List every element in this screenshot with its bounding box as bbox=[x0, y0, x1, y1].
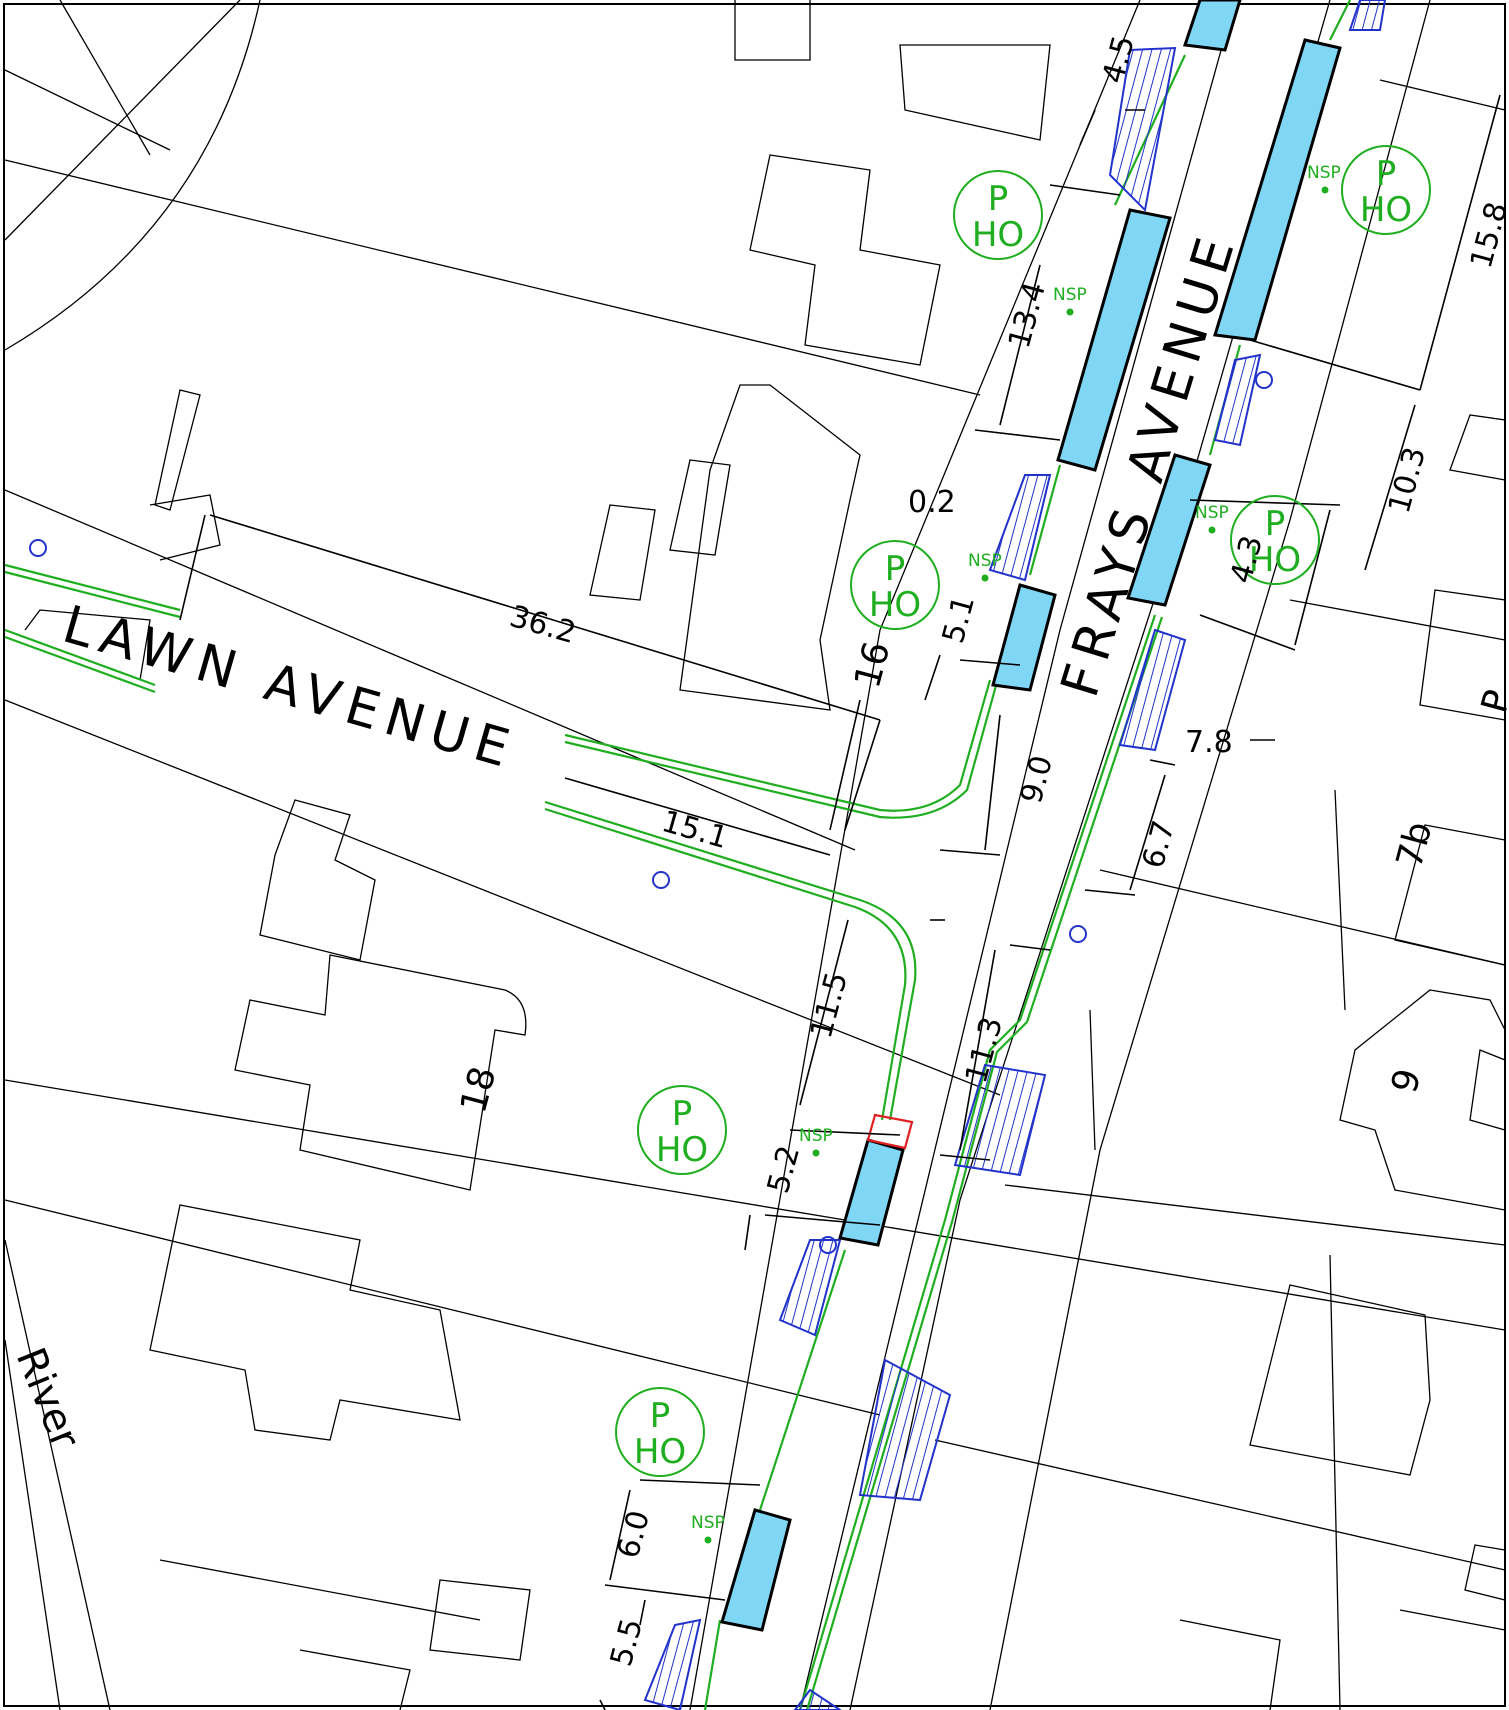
nsp-label: NSP bbox=[1307, 163, 1341, 183]
blue-circle-markers bbox=[29, 371, 1273, 1254]
badge-line2: HO bbox=[634, 1432, 686, 1472]
nsp-label: NSP bbox=[1053, 285, 1087, 305]
parking-bay[interactable] bbox=[1056, 208, 1172, 472]
house-number-9: 9 bbox=[1384, 1065, 1430, 1098]
dimension-label: 6.7 bbox=[1136, 817, 1182, 872]
dimension-label: 10.3 bbox=[1382, 443, 1433, 517]
badge-line1: P bbox=[1376, 154, 1397, 194]
dimension-label: 9.0 bbox=[1014, 752, 1060, 807]
badge-line1: P bbox=[988, 179, 1009, 219]
parking-bay[interactable] bbox=[720, 1508, 792, 1632]
house-number-partial: P bbox=[1474, 686, 1509, 718]
zone-badge: P HO bbox=[1230, 495, 1320, 585]
parking-bay[interactable] bbox=[838, 1138, 905, 1247]
zone-badge: P HO bbox=[637, 1085, 727, 1175]
parking-bays bbox=[720, 0, 1342, 1632]
zone-badge: P HO bbox=[615, 1387, 705, 1477]
base-linework bbox=[4, 0, 1506, 1710]
badge-line2: HO bbox=[656, 1130, 708, 1170]
house-number-18: 18 bbox=[453, 1062, 504, 1117]
dimension-label: 13.4 bbox=[1002, 278, 1053, 352]
parking-bay[interactable] bbox=[1126, 453, 1212, 607]
dimension-label: 0.2 bbox=[908, 485, 956, 520]
parking-bay[interactable] bbox=[1213, 38, 1342, 342]
badge-line2: HO bbox=[972, 215, 1024, 255]
nsp-label: NSP bbox=[1195, 503, 1229, 523]
red-marker bbox=[866, 1113, 914, 1150]
badge-line1: P bbox=[1265, 504, 1286, 544]
parking-bay[interactable] bbox=[991, 583, 1057, 692]
zone-badge: P HO bbox=[953, 170, 1043, 260]
dimension-label: 11.5 bbox=[804, 968, 855, 1042]
hatched-zones bbox=[643, 0, 1387, 1710]
badge-line2: HO bbox=[869, 585, 921, 625]
dimension-label: 15.8 bbox=[1464, 198, 1509, 272]
dimension-lines bbox=[179, 94, 1501, 1710]
nsp-label: NSP bbox=[691, 1513, 725, 1533]
street-label-lawn-avenue: LAWN AVENUE bbox=[56, 595, 523, 782]
zone-badge: P HO bbox=[850, 540, 940, 630]
dimension-label: 5.5 bbox=[604, 1615, 650, 1670]
dimension-label: 5.2 bbox=[761, 1142, 807, 1197]
badge-line1: P bbox=[650, 1396, 671, 1436]
dimension-label: 6.0 bbox=[611, 1507, 657, 1562]
nsp-markers: NSP NSP NSP NSP NSP NSP bbox=[691, 163, 1341, 1544]
badge-line1: P bbox=[672, 1094, 693, 1134]
house-number-7b: 7b bbox=[1389, 818, 1440, 873]
house-number-16: 16 bbox=[847, 637, 898, 692]
badge-line2: HO bbox=[1360, 190, 1412, 230]
dimension-label: 36.2 bbox=[506, 599, 580, 651]
badge-line1: P bbox=[885, 549, 906, 589]
zone-badge: P HO bbox=[1341, 145, 1431, 235]
dimension-label: 5.1 bbox=[936, 592, 982, 647]
parking-bay[interactable] bbox=[1182, 0, 1242, 52]
nsp-label: NSP bbox=[968, 551, 1002, 571]
badge-line2: HO bbox=[1249, 540, 1301, 580]
nsp-label: NSP bbox=[799, 1126, 833, 1146]
dimension-label: 7.8 bbox=[1185, 725, 1233, 760]
